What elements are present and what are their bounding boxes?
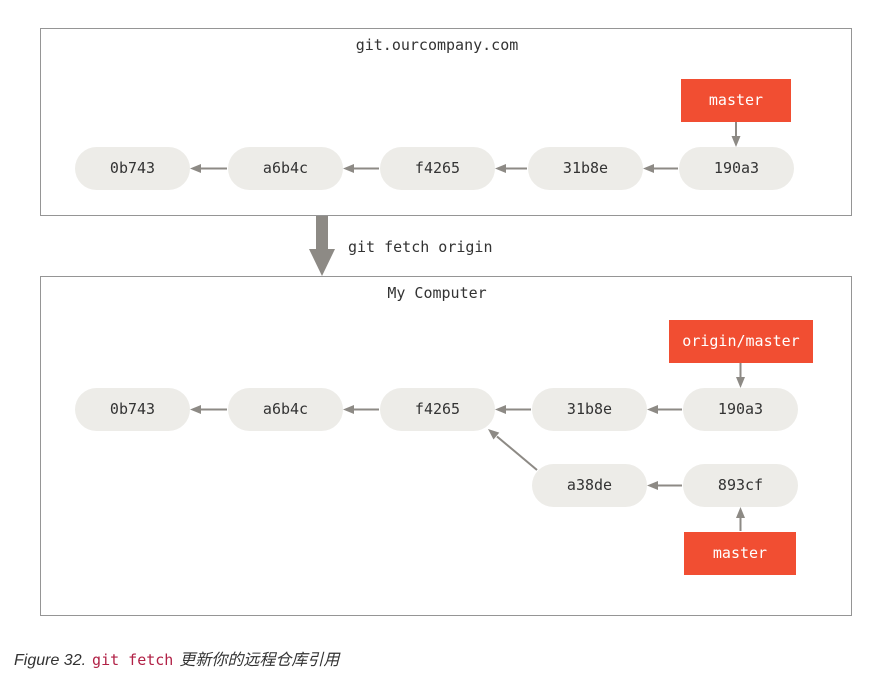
arrow-local-190a3-to-31b8e bbox=[647, 405, 682, 414]
remote-repo-label: git.ourcompany.com bbox=[355, 36, 519, 54]
arrow-remote-31b8e-to-f4265 bbox=[495, 164, 527, 173]
caption-text: 更新你的远程仓库引用 bbox=[179, 652, 340, 669]
local-commit-0b743: 0b743 bbox=[75, 388, 190, 431]
remote-master-branch-label: master bbox=[681, 79, 791, 122]
arrow-local-31b8e-to-f4265 bbox=[495, 405, 531, 414]
arrow-local-f4265-to-a6b4c bbox=[343, 405, 379, 414]
caption-figure-label: Figure 32. bbox=[14, 652, 87, 669]
local-commit-190a3: 190a3 bbox=[683, 388, 798, 431]
local-repo-label: My Computer bbox=[387, 284, 487, 302]
remote-commit-f4265: f4265 bbox=[380, 147, 495, 190]
arrow-local-a6b4c-to-0b743 bbox=[190, 405, 227, 414]
fetch-command-label: git fetch origin bbox=[348, 238, 493, 256]
figure-caption: Figure 32. git fetch 更新你的远程仓库引用 bbox=[14, 649, 339, 672]
caption-code: git fetch bbox=[92, 651, 174, 669]
arrow-origin-master-to-190a3 bbox=[736, 363, 745, 388]
local-commit-f4265: f4265 bbox=[380, 388, 495, 431]
arrow-remote-master-to-190a3 bbox=[731, 122, 741, 147]
arrow-local-893cf-to-a38de bbox=[647, 481, 682, 490]
fetch-down-arrow-icon bbox=[309, 216, 335, 276]
local-commit-31b8e: 31b8e bbox=[532, 388, 647, 431]
arrow-remote-f4265-to-a6b4c bbox=[343, 164, 379, 173]
remote-commit-190a3: 190a3 bbox=[679, 147, 794, 190]
remote-commit-31b8e: 31b8e bbox=[528, 147, 643, 190]
local-commit-893cf: 893cf bbox=[683, 464, 798, 507]
arrow-remote-a6b4c-to-0b743 bbox=[190, 164, 227, 173]
remote-commit-0b743: 0b743 bbox=[75, 147, 190, 190]
remote-commit-a6b4c: a6b4c bbox=[228, 147, 343, 190]
origin-master-branch-label: origin/master bbox=[669, 320, 813, 363]
arrow-local-a38de-to-f4265 bbox=[488, 429, 538, 471]
arrow-remote-190a3-to-31b8e bbox=[643, 164, 678, 173]
local-commit-a38de: a38de bbox=[532, 464, 647, 507]
local-commit-a6b4c: a6b4c bbox=[228, 388, 343, 431]
local-master-branch-label: master bbox=[684, 532, 796, 575]
arrow-local-master-to-893cf bbox=[736, 507, 745, 531]
